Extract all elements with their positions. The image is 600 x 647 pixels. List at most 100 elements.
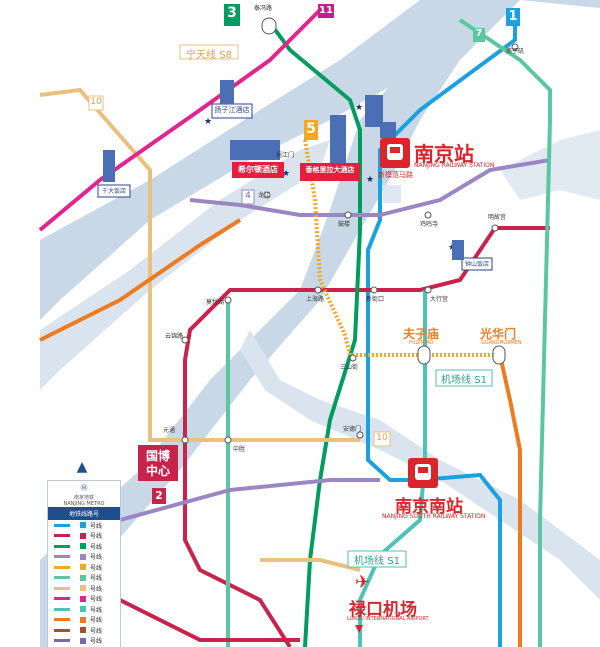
fuzimiao-label[interactable]: 夫子庙 [403,327,440,341]
station-taifenglu[interactable]: 泰冯路 [254,5,273,12]
legend-row: 号线 [48,594,120,605]
line-1-badge-bg [506,8,520,26]
legend-row: 号线 [48,541,120,552]
airport-label[interactable]: 禄口机场 [349,600,417,620]
compass-icon: ▲ [76,459,88,475]
legend-line-swatch [54,597,70,601]
hotel-hilton[interactable]: 希尔顿酒店 [238,165,278,174]
interchange-taifenglu [261,17,277,35]
station-sanshanjie[interactable]: 三山街 [340,364,359,371]
legend-color-chip [80,553,86,560]
station-yunjinlu[interactable]: 云锦路 [165,333,184,340]
fuzimiao-en: FUZIMIAO [409,340,434,346]
station-gulouwest[interactable]: 挹江门 [276,152,295,159]
nanjing-station-label[interactable]: 南京站 [414,142,474,166]
station-xinjiekou[interactable]: 新街口 [366,296,385,303]
hotel-qianda[interactable]: 千大饭店 [101,188,126,195]
hotel-shangrila-bg [300,163,360,181]
legend-row: 号线 [48,615,120,626]
legend-color-chip [80,532,86,539]
line-yellow-south [260,558,361,572]
legend-label: 号线 [90,575,103,583]
svg-text:★: ★ [204,117,212,127]
legend-row: 号线 [48,604,120,615]
river-lower [40,140,330,390]
hotel-shangrila[interactable]: 香格里拉大酒店 [305,166,355,174]
legend-logo-icon: Ⓜ [80,484,88,492]
legend-row: 号线 [48,552,120,563]
nanjing-south-label[interactable]: 南京南站 [395,497,463,517]
guanghuamen-label[interactable]: 光华门 [480,327,517,341]
line-10 [39,87,360,442]
legend-color-chip [80,595,86,602]
hotel-yangzijiang[interactable]: 扬子江酒店 [214,106,250,114]
line-5-badge[interactable]: 5 [306,121,316,137]
station-daxinggong[interactable]: 大行宫 [430,296,449,303]
legend-color-chip [80,543,86,550]
station-longjiang[interactable]: 龙江 [258,192,271,199]
guobo-label[interactable]: 国博中心 [145,449,170,478]
guobo-badge-bg [138,445,178,481]
legend-label: 号线 [90,522,103,530]
station-andemen[interactable]: 安德门 [343,426,362,433]
interchange-fuzimiao [417,345,431,365]
hotel-qianda-bg [97,184,131,198]
station-jiming[interactable]: 鸡鸣寺 [420,221,439,228]
station-minggugong[interactable]: 明故宫 [488,214,507,221]
station-yuantong[interactable]: 元通 [163,427,176,434]
legend-color-chip [80,574,86,581]
line-5-badge-bg [304,120,318,140]
line-7-badge-bg [473,28,485,42]
line-1-badge[interactable]: 1 [508,9,518,24]
line-s8-badge-bg [179,44,239,60]
legend-line-swatch [54,555,70,559]
svg-text:★: ★ [282,169,290,179]
legend-row: 号线 [48,636,120,647]
legend-label: 号线 [90,627,103,635]
s1-badge-b[interactable]: 机场线 S1 [354,556,400,567]
station-mochouhu[interactable]: 莫愁湖 [206,299,225,306]
line-10-badge[interactable]: 10 [90,97,102,107]
legend-label: 号线 [90,606,103,614]
legend-color-chip [80,585,86,592]
line-4 [189,158,551,217]
hotel-shijiamaoyuan[interactable]: 钟山饭店 [464,261,489,268]
nanjing-south-en: NANJING SOUTH RAILWAY STATION [382,513,486,520]
legend-header: 地铁线路号 [48,507,120,520]
line-4-badge-bg [241,189,255,205]
line-2-badge-bg [152,488,166,504]
line-11-badge[interactable]: 11 [319,5,333,16]
station-yanzi[interactable]: 燕子矶 [506,48,525,55]
hotel-xinmofanmalu[interactable]: 新模范马路 [378,171,413,179]
legend-color-chip [80,616,86,623]
line-4-badge[interactable]: 4 [245,191,251,201]
line-red-south [119,598,300,642]
line-s8-badge[interactable]: 宁天线 S8 [186,50,232,61]
legend-color-chip [80,522,86,529]
line-10b-badge[interactable]: 10 [376,433,388,443]
station-shanghailu[interactable]: 上海路 [306,296,325,303]
legend-line-swatch [54,544,70,548]
line-2-badge[interactable]: 2 [155,489,163,502]
line-3-badge[interactable]: 3 [227,5,237,21]
interchange-guanghuamen [492,345,506,365]
legend-line-swatch [54,628,70,632]
svg-text:✈: ✈ [355,572,370,593]
legend-label: 号线 [90,533,103,541]
legend-color-chip [80,627,86,634]
station-gulou[interactable]: 鼓楼 [338,221,351,228]
legend-line-swatch [54,576,70,580]
line-s1 [358,290,427,647]
line-2 [183,226,550,647]
nanjing-station-en: NANJING RAILWAY STATION [414,162,495,169]
line-7-badge[interactable]: 7 [475,28,483,39]
line-3 [266,18,362,647]
legend-color-chip [80,606,86,613]
building-icons [103,80,464,260]
legend-row: 号线 [48,583,120,594]
legend-line-swatch [54,607,70,611]
s1-badge-a[interactable]: 机场线 S1 [441,375,487,386]
station-zhongsheng[interactable]: 中胜 [233,446,246,453]
